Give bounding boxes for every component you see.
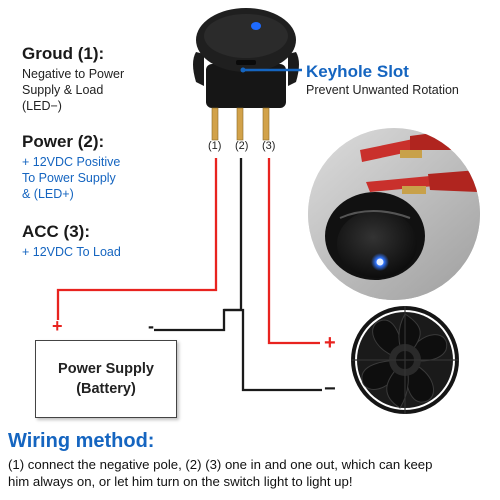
power-line-1: + 12VDC Positive [22, 155, 121, 169]
wiring-line-2: him always on, or let him turn on the sw… [8, 474, 353, 489]
ground-line-2: Supply & Load [22, 83, 104, 97]
power-title: Power (2): [22, 132, 105, 151]
wire-ground-supply [154, 158, 243, 332]
pin-label-3: (3) [262, 140, 276, 152]
acc-description: + 12VDC To Load [22, 244, 121, 260]
wiring-line-1: (1) connect the negative pole, (2) (3) o… [8, 457, 433, 472]
keyhole-subtitle: Prevent Unwanted Rotation [306, 83, 459, 97]
wire-power-positive [56, 158, 218, 320]
wires [56, 158, 322, 392]
pin-label-2: (2) [235, 140, 249, 152]
power-supply-box: Power Supply (Battery) [35, 340, 177, 418]
ground-title: Groud (1): [22, 44, 105, 63]
wire-acc-load [267, 158, 320, 345]
ground-line-1: Negative to Power [22, 67, 125, 81]
supply-minus-sign: - [148, 316, 154, 336]
power-supply-label: Power Supply [58, 361, 154, 377]
power-description: + 12VDC Positive To Power Supply & (LED+… [22, 154, 120, 202]
supply-plus-sign: + [52, 316, 63, 336]
fan-icon [351, 306, 459, 414]
ground-line-3: (LED−) [22, 99, 62, 113]
pin-label-1: (1) [208, 140, 222, 152]
power-line-2: To Power Supply [22, 171, 116, 185]
power-line-3: & (LED+) [22, 187, 74, 201]
rocker-switch-icon [193, 8, 299, 141]
wire-ground-load [224, 308, 322, 392]
keyhole-title: Keyhole Slot [306, 62, 409, 81]
switch-photo-icon [308, 128, 480, 300]
keyhole-dot [240, 67, 246, 73]
acc-line-1: + 12VDC To Load [22, 245, 121, 259]
wiring-method-text: (1) connect the negative pole, (2) (3) o… [8, 456, 498, 490]
wiring-method-title: Wiring method: [8, 430, 155, 452]
acc-title: ACC (3): [22, 222, 90, 241]
fan-plus-sign: + [324, 332, 336, 354]
battery-label: (Battery) [76, 381, 136, 397]
fan-minus-sign: − [324, 378, 336, 400]
ground-description: Negative to Power Supply & Load (LED−) [22, 66, 124, 114]
